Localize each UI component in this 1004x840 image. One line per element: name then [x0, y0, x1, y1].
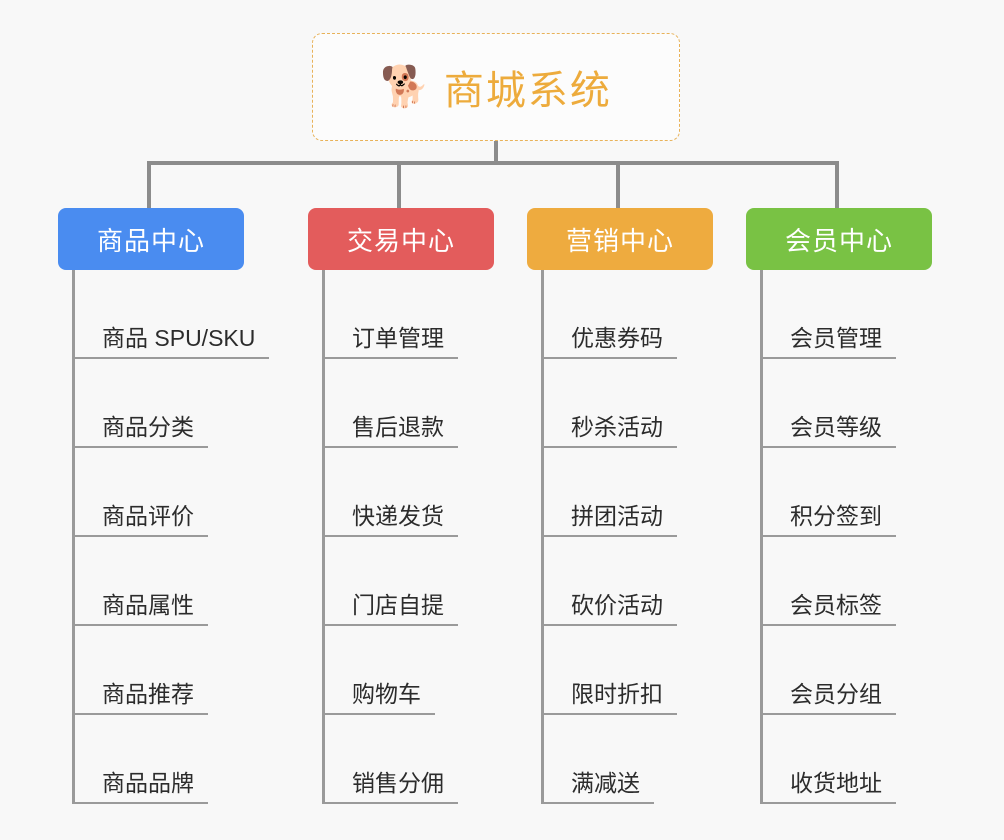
- branch-item[interactable]: 商品推荐: [72, 626, 269, 715]
- branch-item-label: 快递发货: [322, 503, 458, 537]
- branch-member-center: 会员中心会员管理会员等级积分签到会员标签会员分组收货地址: [746, 208, 932, 804]
- branch-product-center: 商品中心商品 SPU/SKU 商品分类商品评价商品属性商品推荐商品品牌: [58, 208, 270, 804]
- connector-drop-marketing-center: [616, 161, 620, 209]
- branch-header-label: 会员中心: [784, 225, 893, 256]
- shiba-dog-icon: 🐕: [380, 65, 430, 109]
- connector-drop-member-center: [835, 161, 839, 209]
- branch-item-label: 会员管理: [760, 325, 896, 359]
- branch-spine-trade-center: [322, 270, 325, 804]
- branch-item[interactable]: 门店自提: [322, 537, 458, 626]
- connector-root-stem: [494, 141, 498, 163]
- branch-item[interactable]: 销售分佣: [322, 715, 458, 804]
- branch-items-member-center: 会员管理会员等级积分签到会员标签会员分组收货地址: [760, 270, 896, 804]
- branch-item-label: 商品推荐: [72, 681, 208, 715]
- branch-item[interactable]: 购物车: [322, 626, 458, 715]
- branch-items-marketing-center: 优惠券码秒杀活动拼团活动砍价活动限时折扣满减送: [541, 270, 677, 804]
- branch-item[interactable]: 优惠券码: [541, 270, 677, 359]
- branch-items-product-center: 商品 SPU/SKU 商品分类商品评价商品属性商品推荐商品品牌: [72, 270, 270, 804]
- branch-spine-member-center: [760, 270, 763, 804]
- branch-item-label: 订单管理: [322, 325, 458, 359]
- branch-header-label: 商品中心: [96, 225, 205, 256]
- branch-item[interactable]: 收货地址: [760, 715, 896, 804]
- branch-item-label: 满减送: [541, 770, 654, 804]
- branch-item-label: 会员分组: [760, 681, 896, 715]
- branch-item[interactable]: 限时折扣: [541, 626, 677, 715]
- branch-item-label: 秒杀活动: [541, 414, 677, 448]
- branch-item-label: 限时折扣: [541, 681, 677, 715]
- branch-item[interactable]: 快递发货: [322, 448, 458, 537]
- branch-item[interactable]: 满减送: [541, 715, 677, 804]
- branch-item-label: 收货地址: [760, 770, 896, 804]
- branch-spine-marketing-center: [541, 270, 544, 804]
- branch-item[interactable]: 商品属性: [72, 537, 269, 626]
- branch-item[interactable]: 秒杀活动: [541, 359, 677, 448]
- root-node-mall-system[interactable]: 🐕 商城系统: [312, 33, 680, 141]
- branch-item-label: 砍价活动: [541, 592, 677, 626]
- branch-item-label: 购物车: [322, 681, 435, 715]
- branch-item[interactable]: 商品品牌: [72, 715, 269, 804]
- branch-item-label: 售后退款: [322, 414, 458, 448]
- branch-item-label: 商品 SPU/SKU: [72, 325, 270, 359]
- branch-item[interactable]: 订单管理: [322, 270, 458, 359]
- branch-item-label: 商品属性: [72, 592, 208, 626]
- branch-header-label: 营销中心: [565, 225, 674, 256]
- branch-item-label: 拼团活动: [541, 503, 677, 537]
- branch-item-label: 积分签到: [760, 503, 896, 537]
- branch-item-label: 商品品牌: [72, 770, 208, 804]
- branch-item[interactable]: 会员标签: [760, 537, 896, 626]
- branch-item[interactable]: 商品评价: [72, 448, 269, 537]
- branch-item[interactable]: 积分签到: [760, 448, 896, 537]
- branch-spine-product-center: [72, 270, 75, 804]
- connector-horizontal-bus: [149, 161, 837, 165]
- branch-item-label: 会员标签: [760, 592, 896, 626]
- branch-item-label: 会员等级: [760, 414, 896, 448]
- branch-item[interactable]: 会员管理: [760, 270, 896, 359]
- connector-drop-trade-center: [397, 161, 401, 209]
- branch-item-label: 销售分佣: [322, 770, 458, 804]
- branch-item-label: 商品分类: [72, 414, 208, 448]
- branch-header-product-center[interactable]: 商品中心: [58, 208, 244, 270]
- connector-drop-product-center: [147, 161, 151, 209]
- branch-item[interactable]: 拼团活动: [541, 448, 677, 537]
- branch-header-marketing-center[interactable]: 营销中心: [527, 208, 713, 270]
- branch-item-label: 门店自提: [322, 592, 458, 626]
- branch-trade-center: 交易中心订单管理售后退款快递发货门店自提购物车销售分佣: [308, 208, 494, 804]
- branch-item-label: 商品评价: [72, 503, 208, 537]
- branch-item[interactable]: 会员分组: [760, 626, 896, 715]
- root-node-title: 商城系统: [443, 69, 612, 113]
- branch-item-label: 优惠券码: [541, 325, 677, 359]
- branch-item[interactable]: 商品 SPU/SKU: [72, 270, 270, 359]
- branch-item[interactable]: 商品分类: [72, 359, 269, 448]
- branch-item[interactable]: 会员等级: [760, 359, 896, 448]
- branch-item[interactable]: 售后退款: [322, 359, 458, 448]
- branch-header-trade-center[interactable]: 交易中心: [308, 208, 494, 270]
- branch-header-label: 交易中心: [346, 225, 455, 256]
- branch-header-member-center[interactable]: 会员中心: [746, 208, 932, 270]
- branch-items-trade-center: 订单管理售后退款快递发货门店自提购物车销售分佣: [322, 270, 458, 804]
- branch-marketing-center: 营销中心优惠券码秒杀活动拼团活动砍价活动限时折扣满减送: [527, 208, 713, 804]
- branch-item[interactable]: 砍价活动: [541, 537, 677, 626]
